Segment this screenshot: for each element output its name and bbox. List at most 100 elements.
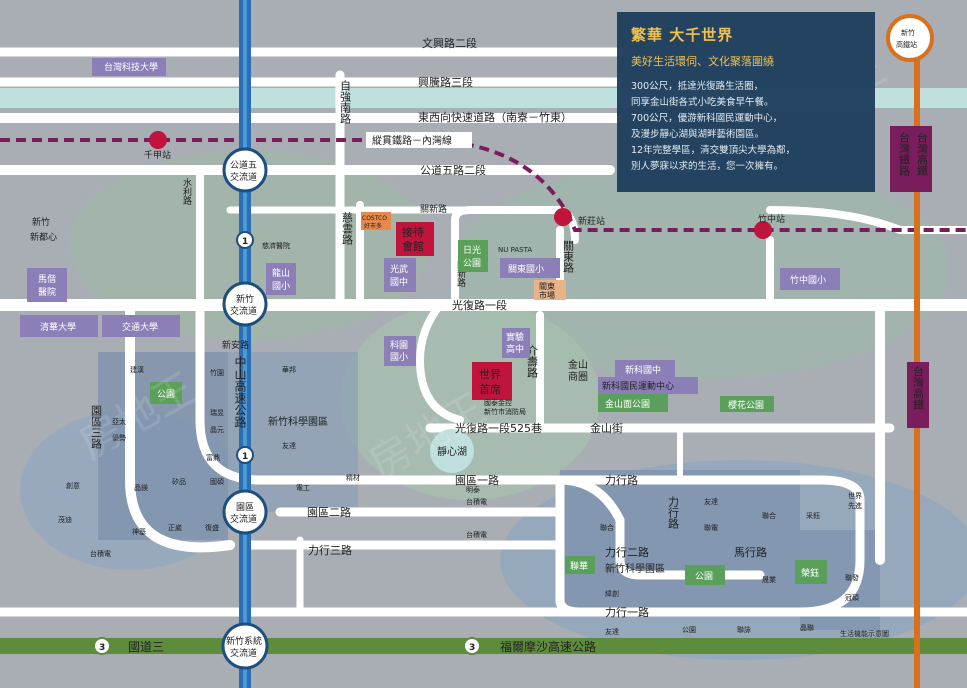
road-lixing1: 力行一路 (605, 606, 649, 619)
jingxin-lake (430, 429, 474, 473)
info-line: 及漫步靜心湖與湖畔藝術園區。 (631, 129, 765, 140)
info-line: 12年完整學區，清交雙頂尖大學為鄰， (631, 145, 796, 156)
place-mackay: 馬偕 醫院 (27, 268, 67, 302)
xinzhuang-station: 新莊站 (578, 215, 605, 227)
place-nu-pasta: NU PASTA (498, 246, 532, 254)
place-costco: COSTCO 好市多 (361, 212, 391, 230)
co-youhao: 優勢 (112, 433, 126, 442)
place-xinke-junior: 新科國中 (615, 360, 675, 378)
co-guanying: 冠碩 (845, 594, 859, 602)
svg-text:櫻花公園: 櫻花公園 (728, 399, 764, 411)
svg-text:接待: 接待 (402, 225, 424, 239)
road-xingye: 興騰路三段 (418, 75, 473, 89)
place-kexue-yuan-2: 新竹科學園區 (605, 562, 665, 575)
railway-line (0, 137, 967, 232)
co-zhuyuan: 竹園 (210, 368, 224, 377)
road-guanxin: 關新路 (455, 260, 466, 288)
svg-text:清華大學: 清華大學 (40, 321, 76, 333)
co-jingcai: 精材 (346, 473, 360, 482)
co-mingtai: 明泰 (466, 485, 480, 494)
co-taijidian-1: 台積電 (90, 549, 111, 558)
svg-text:關東: 關東 (539, 281, 555, 291)
place-jiaotong: 交通大學 (102, 315, 180, 337)
place-xinke-sports: 新科國民運動中心 (598, 377, 698, 394)
svg-text:竹中國小: 竹中國小 (790, 274, 826, 286)
svg-text:高中: 高中 (506, 343, 524, 355)
place-jingxin: 靜心湖 (437, 445, 467, 458)
co-lianhe-1: 聯合 (600, 523, 614, 532)
road-guangfu525: 光復路一段525巷 (455, 421, 542, 435)
co-chuangyi: 創意 (66, 481, 80, 490)
info-panel: 繁華 大千世界 美好生活環伺、文化聚落圍繞 300公尺，抵達光復路生活圈， 同享… (617, 12, 875, 192)
road-ziyun: 慈雲路 (341, 211, 354, 246)
svg-text:日光: 日光 (463, 244, 481, 256)
svg-text:3: 3 (469, 643, 475, 653)
co-lianhe-2: 聯合 (762, 511, 776, 520)
hsr-station-icon (886, 14, 934, 62)
park-jinshan: 金山面公園 (598, 394, 668, 412)
park-1: 公園 (150, 382, 182, 404)
svg-text:1: 1 (242, 452, 248, 462)
place-xinzhu-center-1: 新竹 (32, 216, 50, 228)
place-shijie-high: 實驗 高中 (502, 328, 530, 358)
xinzhuang-station-icon (554, 208, 572, 226)
road-zhiqiang: 自強南路 (339, 80, 352, 125)
place-reception: 接待 會館 (396, 222, 434, 256)
info-subtitle: 美好生活環伺、文化聚落圍繞 (631, 55, 774, 68)
co-diangong: 電工 (296, 484, 310, 492)
svg-text:交流道: 交流道 (230, 171, 257, 183)
svg-text:國小: 國小 (390, 352, 408, 363)
place-guangwu: 光武 國中 (384, 258, 416, 292)
co-jianshi: 建漢 (130, 365, 144, 374)
svg-text:好市多: 好市多 (364, 222, 382, 230)
co-yatai: 亞太 (112, 417, 126, 426)
info-line: 700公尺，優游新科國民運動中心， (631, 113, 783, 124)
place-sogo: 慈濟醫院 (262, 241, 290, 250)
co-fuwei: 復盛 (205, 523, 219, 532)
zhongshan-label: 中山高速公路 (233, 355, 247, 429)
road-east-west: 東西向快速道路（南寮－竹東） (418, 110, 572, 124)
taiwan-rail-box (890, 126, 932, 192)
svg-text:馬偕: 馬偕 (38, 273, 56, 285)
co-taijidian-3: 台積電 (466, 530, 487, 539)
interchange-hsinchu: 新竹 交流道 (222, 281, 268, 327)
qianjia-station-icon (149, 131, 167, 149)
svg-text:新竹: 新竹 (236, 293, 254, 305)
svg-text:新科國中: 新科國中 (625, 364, 661, 376)
road-wenxing: 文興路二段 (422, 36, 477, 50)
place-keyuan: 科園 國小 (384, 336, 416, 366)
co-youda-3: 友達 (605, 627, 619, 636)
co-youda-2: 友達 (704, 497, 718, 506)
co-shixi: 矽品 (172, 477, 186, 486)
co-fulong: 富鼎 (206, 453, 220, 462)
co-zhengwen: 正崴 (168, 524, 182, 532)
place-taikeda: 台灣科技大學 (92, 58, 166, 76)
info-line: 別人夢寐以求的生活，您一次擁有。 (631, 161, 784, 172)
highway3-label: 國道三 (128, 640, 164, 654)
place-guandong-market: 關東 市場 (534, 280, 566, 300)
taiwan-hsr-label: 台灣高鐵 (916, 131, 929, 177)
park-3: 聯華 (565, 556, 595, 574)
svg-text:國小: 國小 (272, 281, 290, 292)
highway-shield-1-a: 1 (236, 231, 254, 249)
info-line: 同享金山街各式小吃美食早午餐。 (631, 97, 774, 108)
info-title: 繁華 大千世界 (631, 26, 734, 44)
co-lianchang: 聯電 (704, 523, 718, 532)
svg-text:金山面公園: 金山面公園 (605, 398, 650, 410)
co-ruiyu: 瑞昱 (210, 408, 224, 417)
svg-text:園區: 園區 (236, 502, 254, 513)
svg-text:科園: 科園 (390, 339, 408, 351)
svg-text:1: 1 (242, 237, 248, 247)
road-yuanqu3: 園區三路 (90, 405, 103, 450)
co-qiaodong: 茂迪 (58, 515, 72, 524)
highway-shield-3-a: 3 (93, 637, 111, 655)
park-riguang: 日光 公園 (458, 240, 488, 272)
place-kexue-yuan-1: 新竹科學園區 (268, 415, 328, 428)
svg-text:交通大學: 交通大學 (122, 321, 158, 333)
interchange-gongdao5: 公道五 交流道 (222, 147, 268, 193)
svg-text:光武: 光武 (390, 263, 408, 275)
road-lixing: 力行路 (605, 474, 638, 487)
taiwan-hsr-label-2: 台灣高鐵 (912, 365, 925, 411)
info-lines: 300公尺，抵達光復路生活圈， 同享金山街各式小吃美食早午餐。 700公尺，優游… (631, 79, 861, 175)
